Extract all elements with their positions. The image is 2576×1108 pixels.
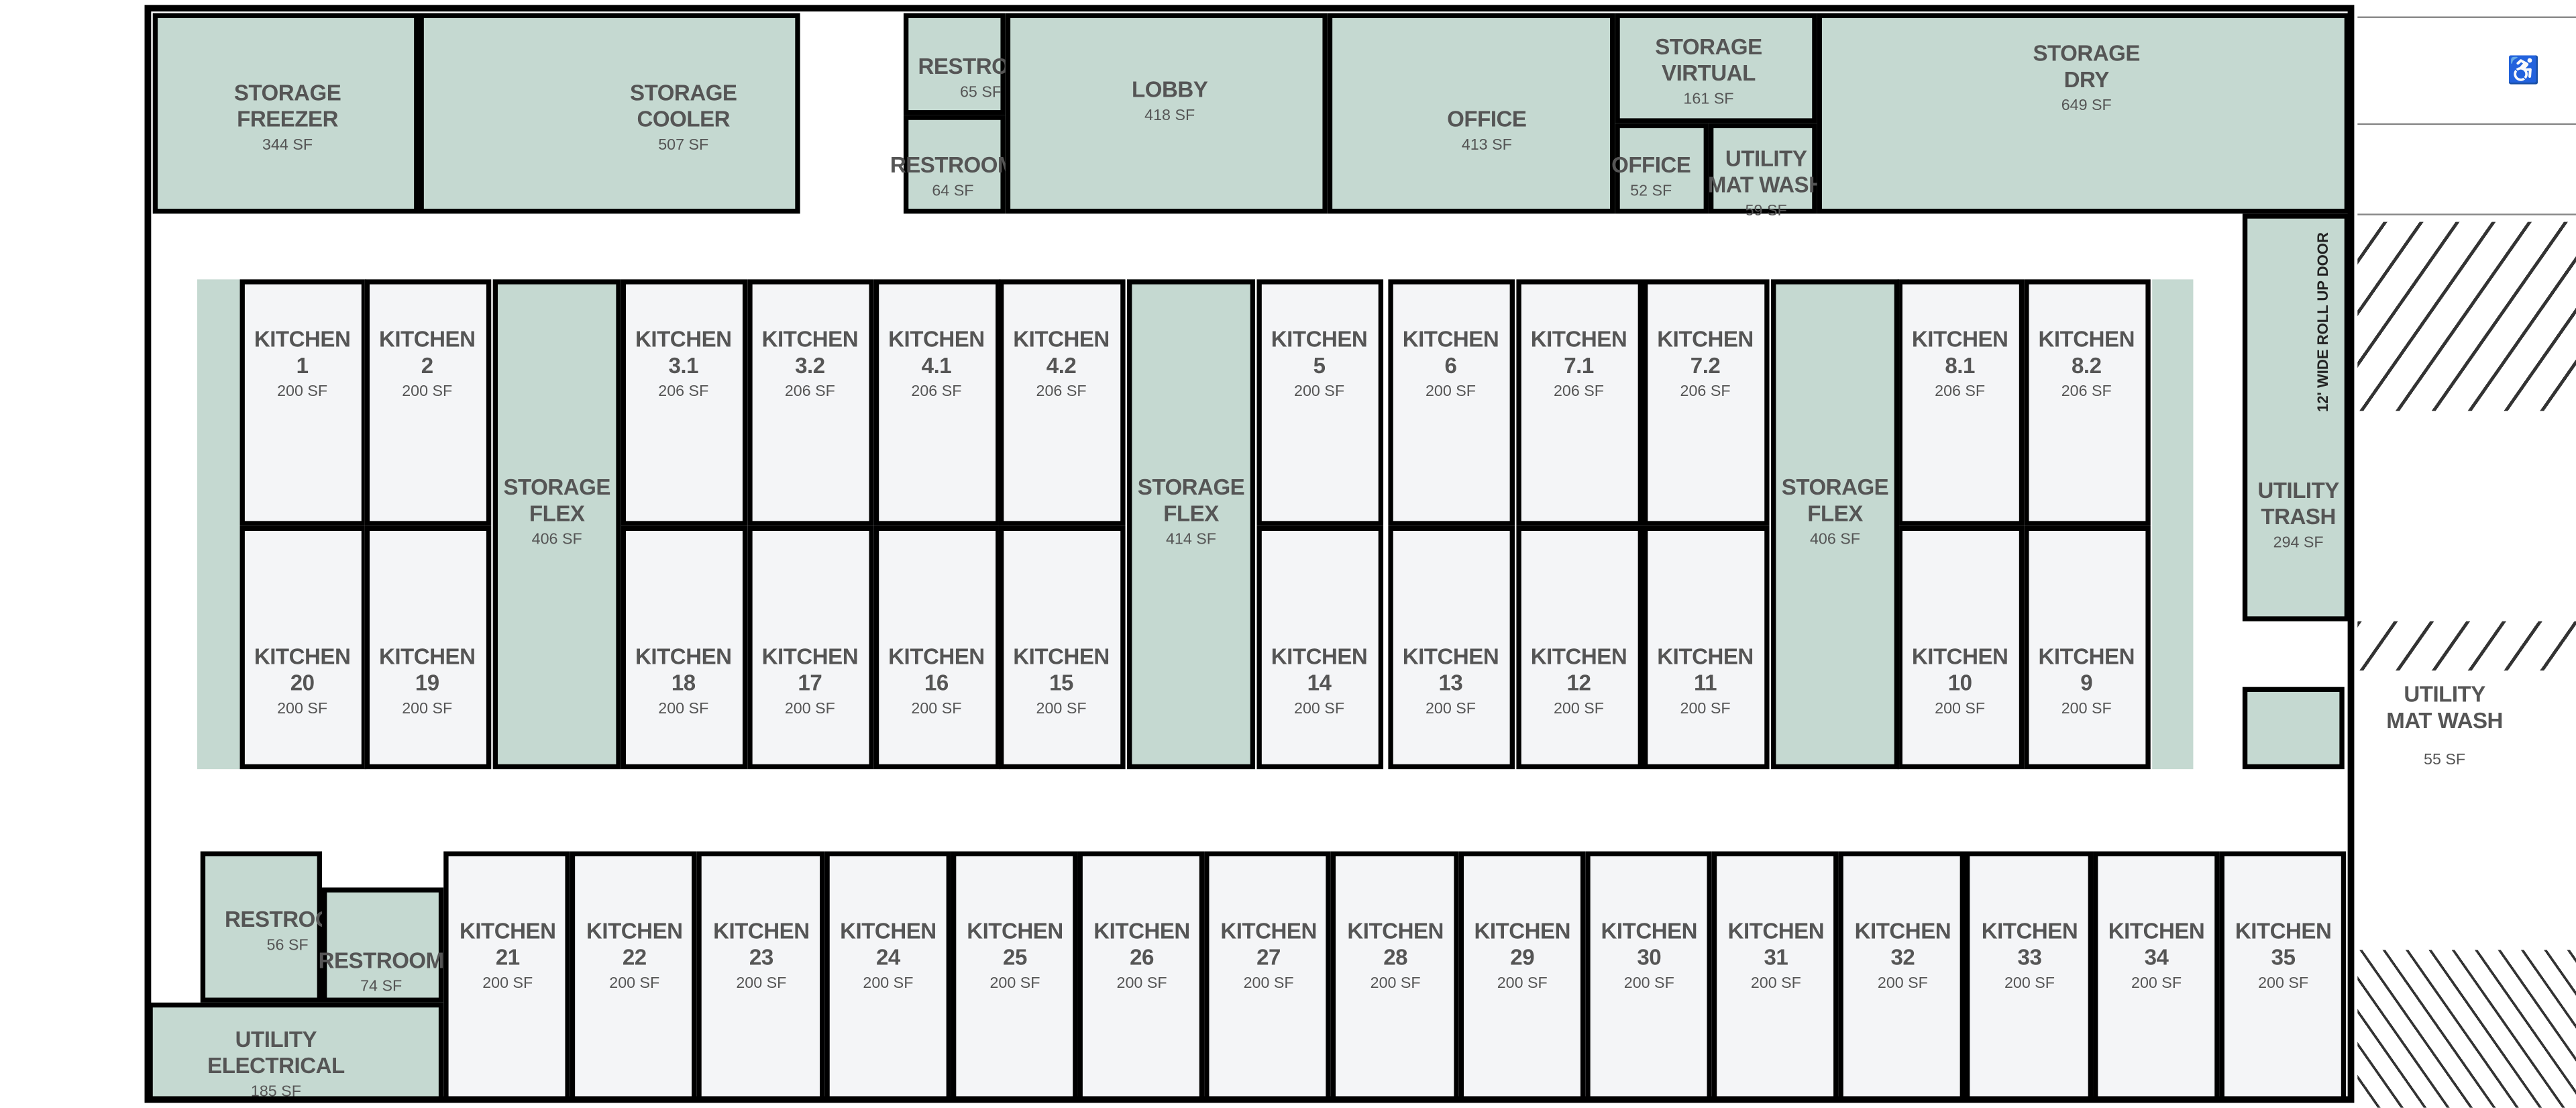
room bbox=[1615, 13, 1817, 123]
kitchen-unit bbox=[364, 279, 492, 526]
room-name: UTILITY MAT WASH bbox=[2386, 682, 2503, 734]
kitchen-unit bbox=[1388, 279, 1515, 526]
room bbox=[1005, 13, 1328, 214]
room bbox=[1327, 13, 1615, 214]
parking-line bbox=[2357, 16, 2576, 18]
kitchen-unit bbox=[873, 279, 1001, 526]
room bbox=[903, 115, 1006, 214]
room bbox=[322, 887, 444, 1003]
loading-zone-hatch bbox=[2357, 621, 2576, 671]
room bbox=[492, 279, 621, 770]
exterior-wall bbox=[144, 5, 2355, 1103]
closet bbox=[2242, 687, 2345, 770]
kitchen-unit bbox=[824, 851, 951, 1101]
room bbox=[903, 13, 1006, 115]
no-parking-hatch bbox=[2357, 950, 2576, 1108]
exterior-mat-wash-label: UTILITY MAT WASH 55 SF bbox=[2386, 682, 2503, 770]
room-area: 55 SF bbox=[2424, 751, 2466, 770]
kitchen-unit bbox=[621, 279, 748, 526]
kitchen-unit bbox=[1711, 851, 1839, 1101]
kitchen-unit bbox=[2024, 279, 2151, 526]
kitchen-unit bbox=[1458, 851, 1585, 1101]
loading-zone-hatch bbox=[2357, 221, 2576, 411]
kitchen-unit bbox=[239, 525, 367, 770]
kitchen-unit bbox=[998, 525, 1126, 770]
kitchen-unit bbox=[1388, 525, 1515, 770]
kitchen-unit bbox=[873, 525, 1001, 770]
room bbox=[2242, 213, 2350, 621]
kitchen-unit bbox=[1516, 525, 1643, 770]
kitchen-unit bbox=[998, 279, 1126, 526]
room bbox=[148, 1002, 444, 1101]
green-strip bbox=[2152, 279, 2194, 770]
kitchen-unit bbox=[1897, 525, 2025, 770]
kitchen-unit bbox=[2219, 851, 2347, 1101]
room bbox=[1708, 123, 1817, 214]
kitchen-unit bbox=[951, 851, 1078, 1101]
kitchen-unit bbox=[1256, 525, 1384, 770]
kitchen-unit bbox=[1077, 851, 1205, 1101]
kitchen-unit bbox=[747, 279, 874, 526]
kitchen-unit bbox=[621, 525, 748, 770]
room bbox=[1771, 279, 1900, 770]
kitchen-unit bbox=[364, 525, 492, 770]
kitchen-unit bbox=[2024, 525, 2151, 770]
kitchen-unit bbox=[1256, 279, 1384, 526]
kitchen-unit bbox=[1838, 851, 1966, 1101]
room bbox=[419, 13, 800, 214]
kitchen-unit bbox=[1643, 279, 1770, 526]
room bbox=[1127, 279, 1256, 770]
wheelchair-icon: ♿ bbox=[2507, 57, 2540, 86]
kitchen-unit bbox=[1897, 279, 2025, 526]
kitchen-unit bbox=[1585, 851, 1712, 1101]
roll-up-door-label: 12' WIDE ROLL UP DOOR bbox=[2314, 232, 2332, 412]
parking-line bbox=[2357, 213, 2576, 215]
parking-line bbox=[2357, 123, 2576, 125]
room bbox=[152, 13, 419, 214]
room bbox=[1615, 123, 1709, 214]
kitchen-unit bbox=[570, 851, 698, 1101]
kitchen-unit bbox=[1331, 851, 1458, 1101]
kitchen-unit bbox=[1516, 279, 1643, 526]
room bbox=[200, 851, 323, 1003]
kitchen-unit bbox=[239, 279, 367, 526]
kitchen-unit bbox=[1643, 525, 1770, 770]
kitchen-unit bbox=[1965, 851, 2092, 1101]
room bbox=[1817, 13, 2350, 214]
green-strip bbox=[197, 279, 240, 770]
kitchen-unit bbox=[747, 525, 874, 770]
